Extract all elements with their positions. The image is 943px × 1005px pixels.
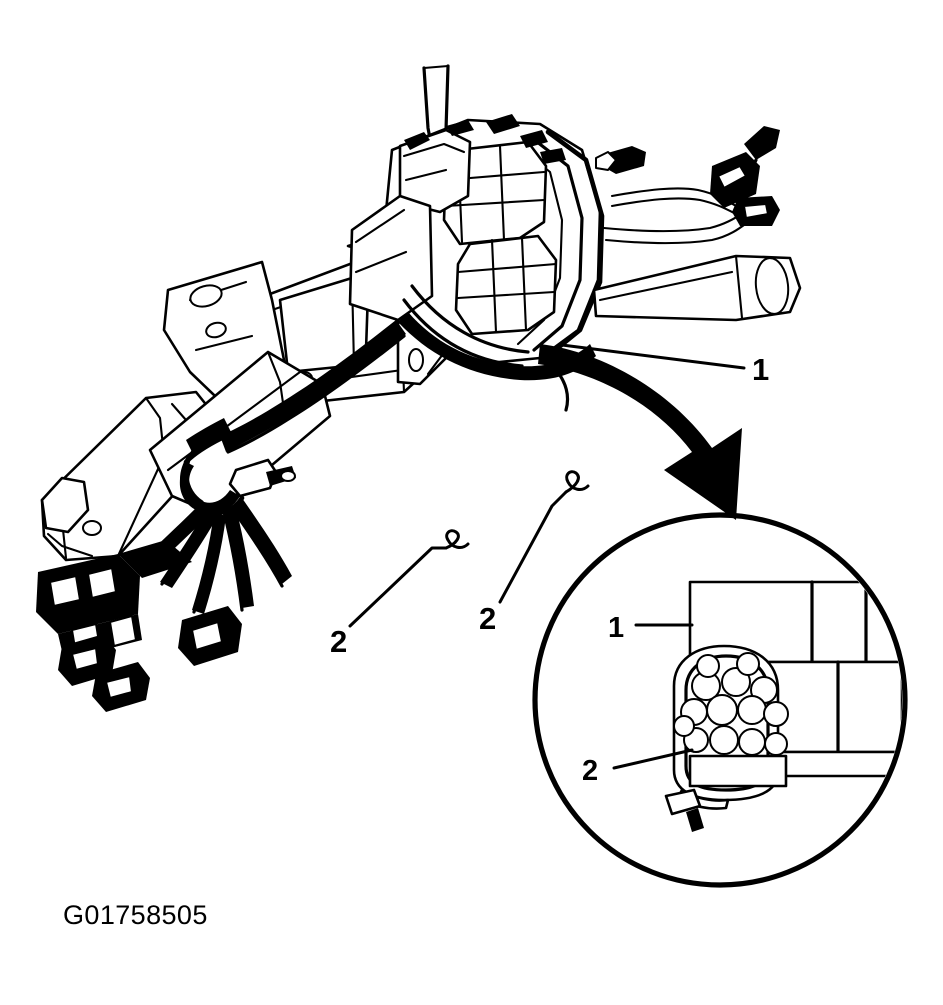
callout-2-main-right-label: 2 xyxy=(479,601,496,636)
right-harness-wires xyxy=(602,126,780,245)
main-assembly-group xyxy=(36,64,802,712)
detail-pointer-arrow xyxy=(538,344,742,520)
upper-stalk xyxy=(595,146,646,174)
harness-connectors xyxy=(36,540,242,712)
callout-2-inset-leader xyxy=(612,748,694,770)
callout-2-main-left: 2 xyxy=(330,529,470,659)
detail-circle xyxy=(532,512,908,888)
callout-2-main-left-hook xyxy=(444,529,470,550)
clamp-bracket xyxy=(228,458,296,498)
switch-housing-assembly xyxy=(348,114,605,381)
figure-id-label: G01758505 xyxy=(63,900,208,930)
callout-1-main: 1 xyxy=(560,343,769,387)
callout-1-inset-label: 1 xyxy=(608,612,624,644)
callout-2-main-left-leader xyxy=(348,546,448,628)
wire-bundle-clamp-detail xyxy=(664,644,789,832)
wiring-harness xyxy=(36,319,570,712)
callout-2-main-right-hook xyxy=(564,470,590,494)
callout-2-main-right-leader xyxy=(498,490,568,604)
callout-2-main-right: 2 xyxy=(479,470,590,636)
harness-clamp-upper xyxy=(554,368,570,412)
callout-1-main-leader xyxy=(560,343,746,370)
callout-2-inset: 2 xyxy=(582,748,694,787)
callout-2-inset-label: 2 xyxy=(582,755,598,787)
callout-1-inset: 1 xyxy=(608,612,694,644)
turn-signal-stalk-lever xyxy=(592,254,802,322)
callout-2-main-left-label: 2 xyxy=(330,624,347,659)
harness-tape-marks xyxy=(260,340,382,424)
callout-1-main-label: 1 xyxy=(752,352,769,387)
